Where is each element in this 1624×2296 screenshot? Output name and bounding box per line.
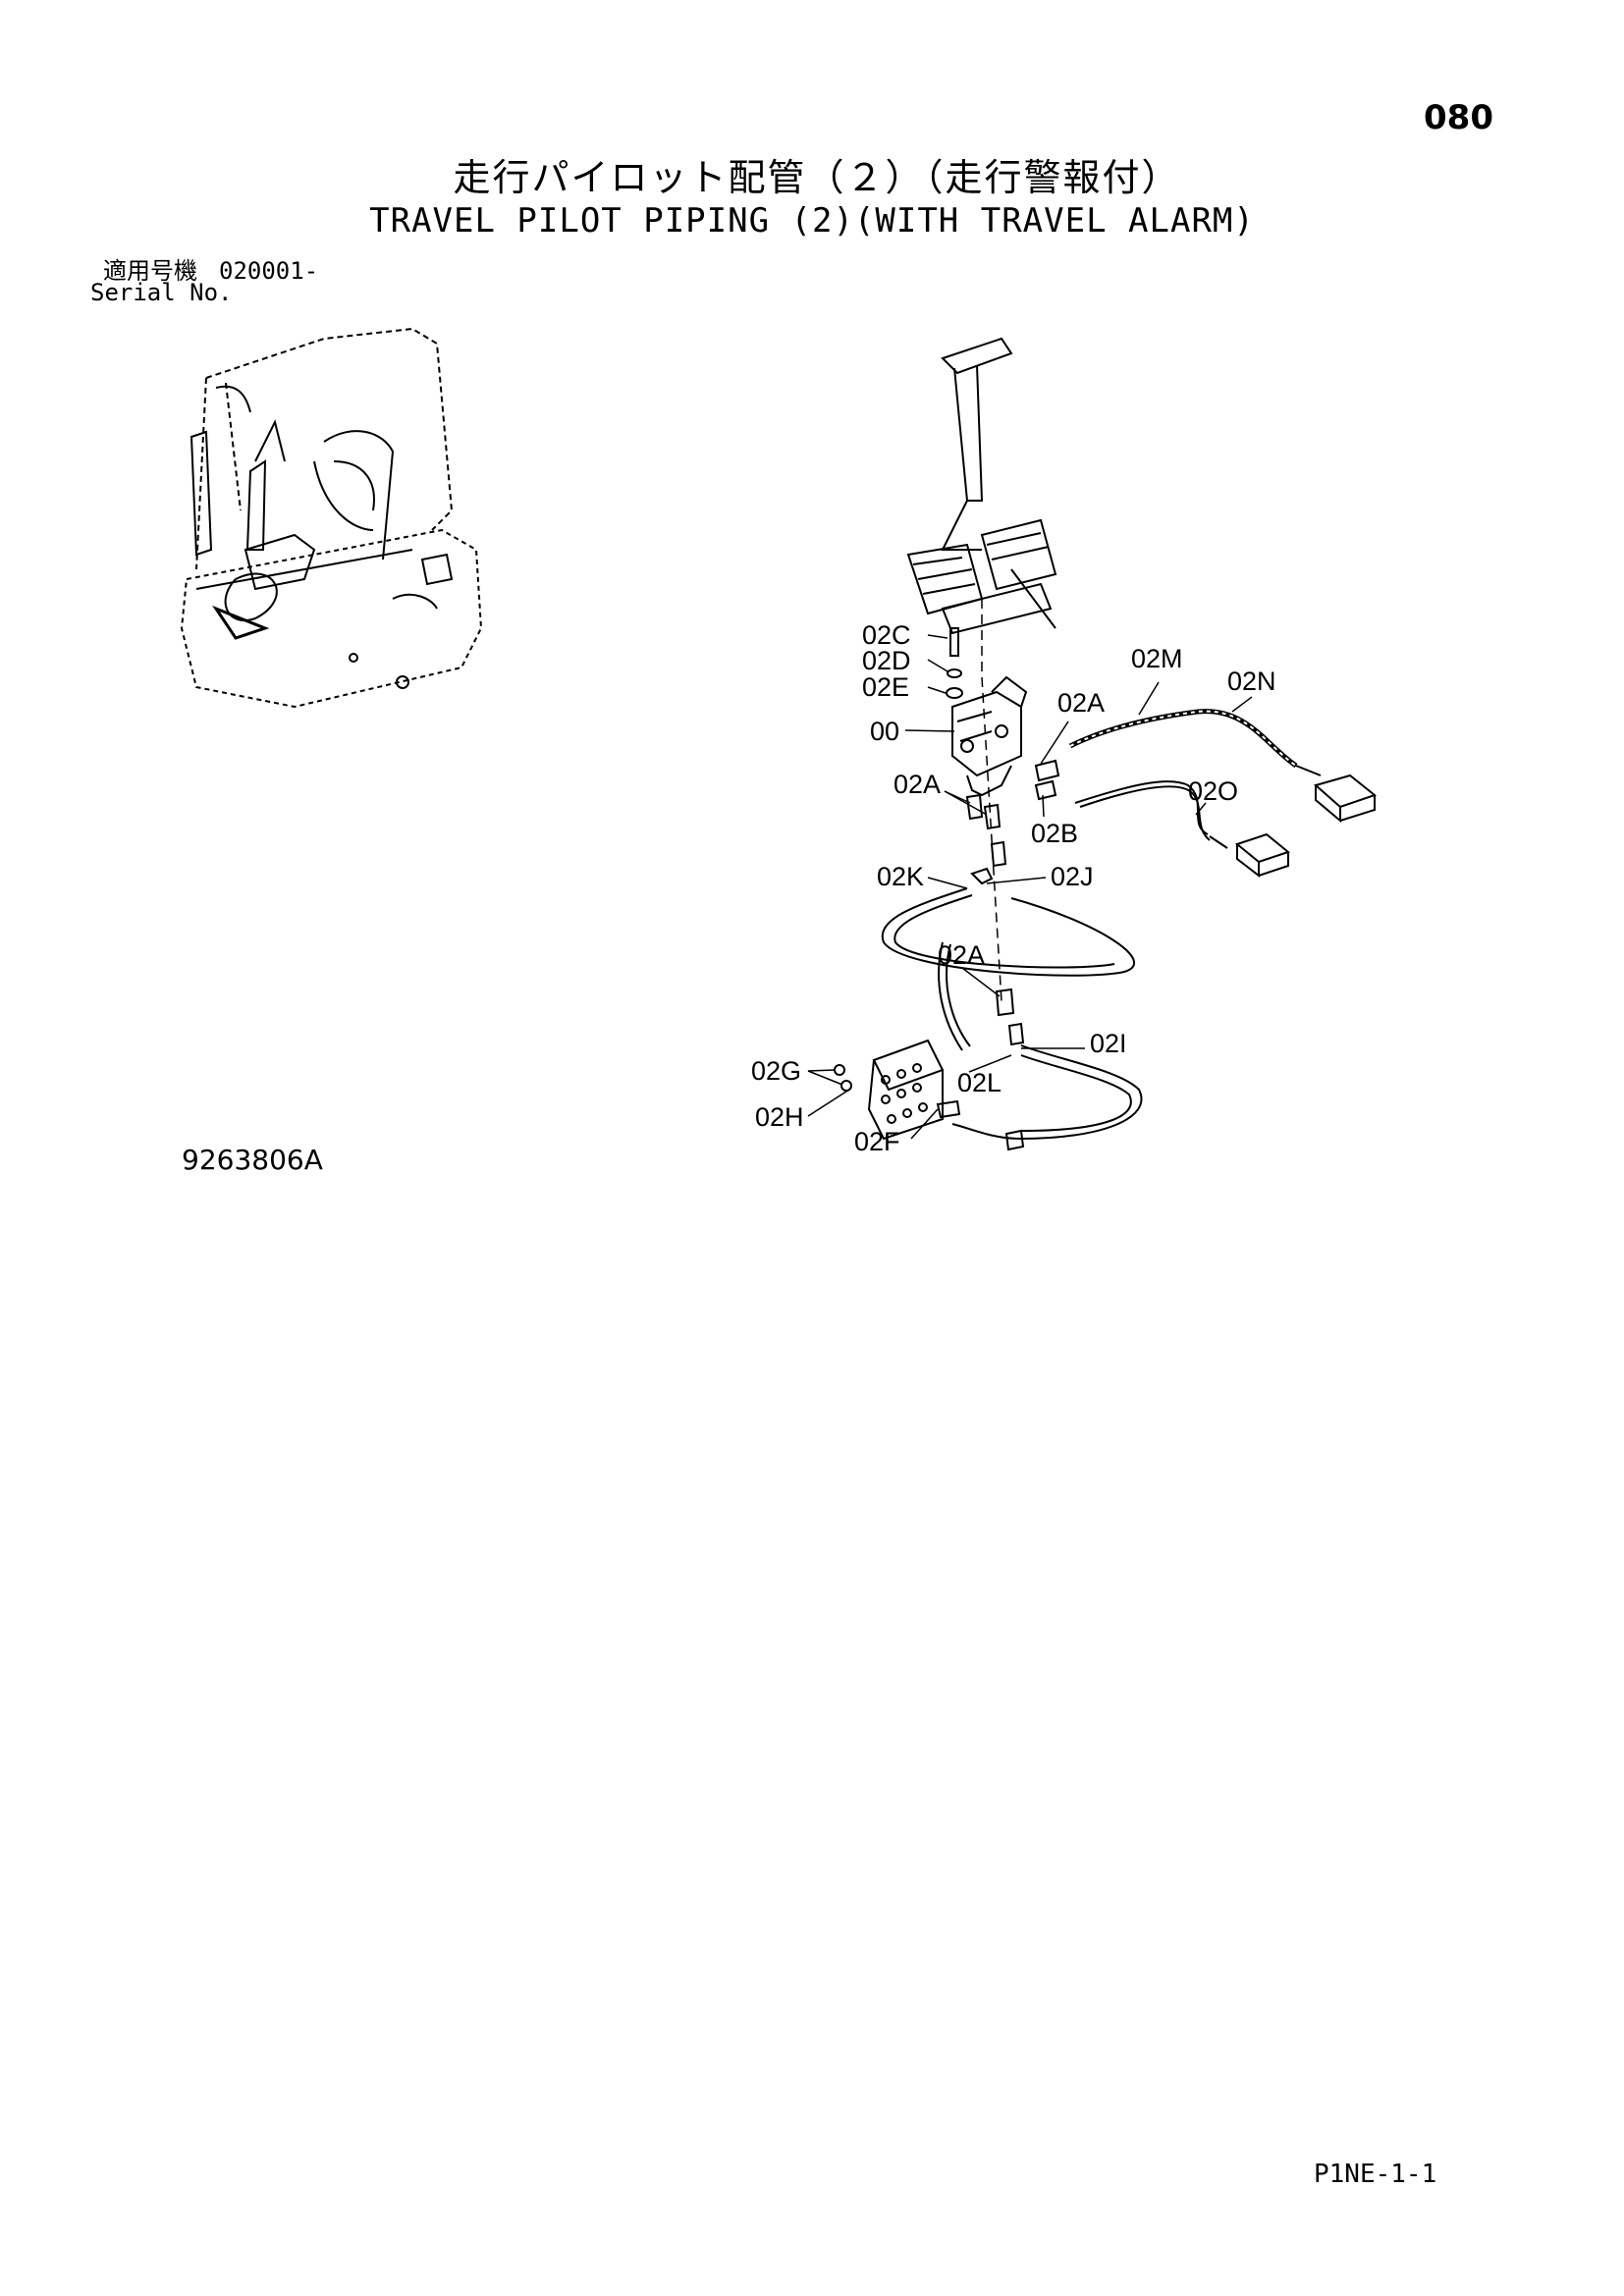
callout-02B: 02B <box>1031 819 1078 848</box>
serial-label-english: Serial No. <box>90 279 233 306</box>
callout-02F: 02F <box>854 1127 900 1156</box>
callout-02J: 02J <box>1051 862 1094 891</box>
callout-02M: 02M <box>1131 644 1183 673</box>
drawing-number: 9263806A <box>182 1144 323 1176</box>
callout-02C: 02C <box>862 620 911 650</box>
callout-leader-lines <box>807 634 1253 1140</box>
callout-02D: 02D <box>862 646 911 675</box>
callout-02N: 02N <box>1227 667 1276 696</box>
pilot-valve-assembly <box>834 337 1378 1151</box>
title-english: TRAVEL PILOT PIPING (2)(WITH TRAVEL ALAR… <box>369 201 1255 240</box>
serial-label-japanese: 適用号機 020001- <box>103 251 318 286</box>
callout-02O: 02O <box>1188 776 1238 806</box>
callout-02E: 02E <box>862 672 909 702</box>
callout-02I: 02I <box>1090 1029 1127 1058</box>
cab-overview-illustration <box>180 327 483 709</box>
callout-02H: 02H <box>755 1102 804 1132</box>
callout-02L: 02L <box>957 1068 1001 1097</box>
callout-02A-top: 02A <box>1057 688 1105 718</box>
callout-02A-left: 02A <box>893 770 941 799</box>
callout-02G: 02G <box>751 1056 801 1086</box>
serial-label-jp-text: 適用号機 <box>103 257 197 285</box>
title-japanese: 走行パイロット配管（２）（走行警報付） <box>453 156 1181 199</box>
serial-value: 020001- <box>219 257 319 285</box>
sheet-code: P1NE-1-1 <box>1314 2160 1437 2189</box>
callout-00: 00 <box>870 717 899 746</box>
page-number: 080 <box>1424 98 1493 137</box>
callout-02A-mid: 02A <box>938 940 985 970</box>
callout-02K: 02K <box>877 862 924 891</box>
